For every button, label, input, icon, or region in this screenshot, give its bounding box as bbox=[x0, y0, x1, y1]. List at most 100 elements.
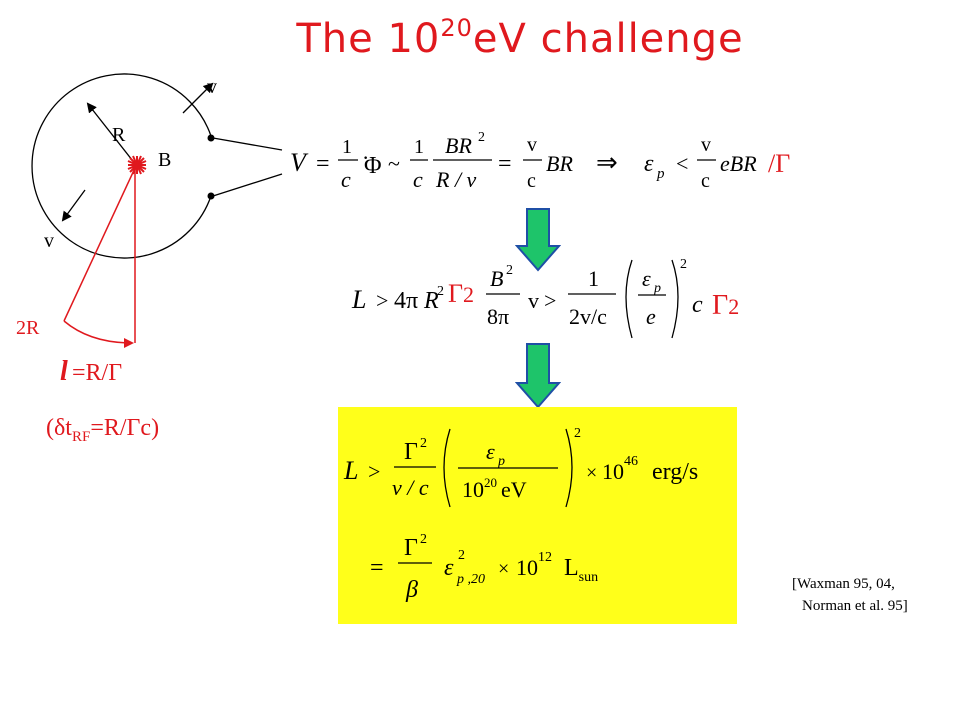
eq1-c: c bbox=[341, 167, 351, 192]
eq1-gamma: /Γ bbox=[768, 149, 790, 178]
svg-text:×: × bbox=[498, 558, 509, 580]
svg-text:v: v bbox=[701, 134, 711, 156]
radius-arrow bbox=[86, 102, 137, 166]
svg-text:2: 2 bbox=[478, 130, 485, 145]
lower-gap-dot bbox=[207, 192, 215, 200]
svg-text:1: 1 bbox=[342, 136, 352, 158]
svg-text:<: < bbox=[676, 151, 688, 176]
source-star-icon bbox=[127, 155, 147, 175]
svg-text:ε: ε bbox=[486, 439, 495, 464]
eq3-l: L bbox=[343, 456, 358, 485]
title-exponent: 20 bbox=[440, 14, 473, 42]
svg-text:1: 1 bbox=[588, 266, 599, 291]
eq2-l: L bbox=[351, 285, 366, 314]
svg-text:10: 10 bbox=[602, 459, 624, 484]
v-arrow-bottom bbox=[61, 189, 86, 222]
svg-text:8π: 8π bbox=[487, 304, 509, 329]
dt-expression: (δtRF=R/Γc) bbox=[46, 415, 159, 445]
svg-text:>: > bbox=[376, 288, 388, 313]
svg-text:p: p bbox=[497, 454, 505, 469]
svg-text:=: = bbox=[498, 151, 512, 177]
svg-text:=: = bbox=[316, 151, 330, 177]
svg-text:2v/c: 2v/c bbox=[569, 304, 607, 329]
svg-text:R: R bbox=[423, 288, 439, 314]
svg-text:p ,20: p ,20 bbox=[456, 572, 485, 587]
svg-text:2: 2 bbox=[437, 284, 444, 299]
wire-bottom bbox=[212, 173, 283, 197]
svg-text:v: v bbox=[527, 134, 537, 156]
two-r-label: 2R bbox=[16, 317, 40, 339]
v-label-top: v bbox=[207, 76, 217, 98]
v-arrow-top bbox=[182, 82, 214, 114]
svg-text:2: 2 bbox=[458, 548, 465, 563]
r-label: R bbox=[112, 124, 126, 146]
svg-text:B: B bbox=[490, 266, 503, 291]
svg-text:p: p bbox=[653, 281, 661, 296]
svg-text:2: 2 bbox=[420, 436, 427, 451]
equation-luminosity: L > 4π R 2 Γ2 B 2 8π v > 1 2v/c ε p e 2 … bbox=[351, 257, 739, 339]
v-label-bottom: v bbox=[44, 230, 54, 252]
citation: [Waxman 95, 04, Norman et al. 95] bbox=[792, 573, 908, 617]
svg-text:=: = bbox=[370, 555, 384, 581]
svg-text:Γ: Γ bbox=[404, 439, 418, 465]
svg-text:46: 46 bbox=[624, 454, 638, 469]
eq1-v: V bbox=[290, 148, 309, 177]
eq3-lsun: Lsun bbox=[564, 555, 598, 585]
eq1-br2: BR bbox=[445, 133, 472, 158]
b-label: B bbox=[158, 149, 171, 171]
svg-text:ε: ε bbox=[444, 555, 454, 581]
eq2-c: c bbox=[692, 292, 703, 318]
svg-text:⇒: ⇒ bbox=[596, 148, 618, 177]
svg-text:β: β bbox=[405, 577, 418, 603]
svg-text:·: · bbox=[362, 145, 369, 170]
down-arrow-2-icon bbox=[515, 343, 561, 409]
svg-text:v: v bbox=[528, 288, 539, 313]
svg-text:2: 2 bbox=[506, 263, 513, 278]
svg-text:p: p bbox=[656, 166, 665, 182]
red-arc-l bbox=[63, 320, 134, 348]
citation-line-2: Norman et al. 95] bbox=[802, 598, 908, 614]
svg-text:>: > bbox=[368, 459, 380, 484]
eq1-ebr: eBR bbox=[720, 151, 757, 176]
svg-text:2: 2 bbox=[680, 257, 687, 272]
red-line-2r bbox=[63, 167, 136, 322]
citation-line-1: [Waxman 95, 04, bbox=[792, 576, 895, 592]
svg-text:v / c: v / c bbox=[392, 475, 429, 500]
svg-text:e: e bbox=[646, 304, 656, 329]
equation-voltage: V = 1 c · Φ ~ 1 c BR 2 R / v = v c BR ⇒ … bbox=[290, 130, 790, 192]
svg-text:4π: 4π bbox=[394, 288, 418, 314]
eq2-gamma2b: Γ2 bbox=[712, 290, 739, 321]
svg-text:12: 12 bbox=[538, 550, 552, 565]
down-arrow-1-icon bbox=[515, 208, 561, 272]
eq2-gamma2: Γ2 bbox=[448, 279, 474, 308]
eq1-phi: Φ bbox=[364, 153, 382, 179]
svg-text:1: 1 bbox=[414, 136, 424, 158]
svg-text:2: 2 bbox=[574, 426, 581, 441]
wire-top bbox=[212, 137, 283, 151]
title-main: The 10 bbox=[296, 16, 441, 62]
l-equation: =R/Γ bbox=[72, 360, 122, 386]
svg-text:2: 2 bbox=[420, 532, 427, 547]
title-suffix: eV challenge bbox=[472, 16, 744, 62]
upper-gap-dot bbox=[207, 134, 215, 142]
svg-text:c: c bbox=[701, 170, 710, 192]
svg-text:Γ: Γ bbox=[404, 535, 418, 561]
svg-text:c: c bbox=[527, 170, 536, 192]
source-diagram: v v R B 2R l =R/Γ (δtRF=R/Γc) bbox=[16, 73, 283, 445]
page-title: The 1020eV challenge bbox=[0, 14, 960, 62]
svg-text:10: 10 bbox=[516, 555, 538, 580]
eq1-rv: R / v bbox=[435, 167, 477, 192]
svg-text:ε: ε bbox=[642, 266, 651, 291]
svg-text:>: > bbox=[544, 288, 556, 313]
source-circle bbox=[31, 73, 212, 259]
l-symbol: l bbox=[60, 356, 68, 387]
eq1-c2: c bbox=[413, 167, 423, 192]
eq1-br: BR bbox=[546, 151, 573, 176]
eq3-unit: erg/s bbox=[652, 459, 698, 485]
svg-text:×: × bbox=[586, 462, 597, 484]
svg-text:~: ~ bbox=[388, 151, 400, 176]
eq1-eps: ε bbox=[644, 151, 654, 177]
